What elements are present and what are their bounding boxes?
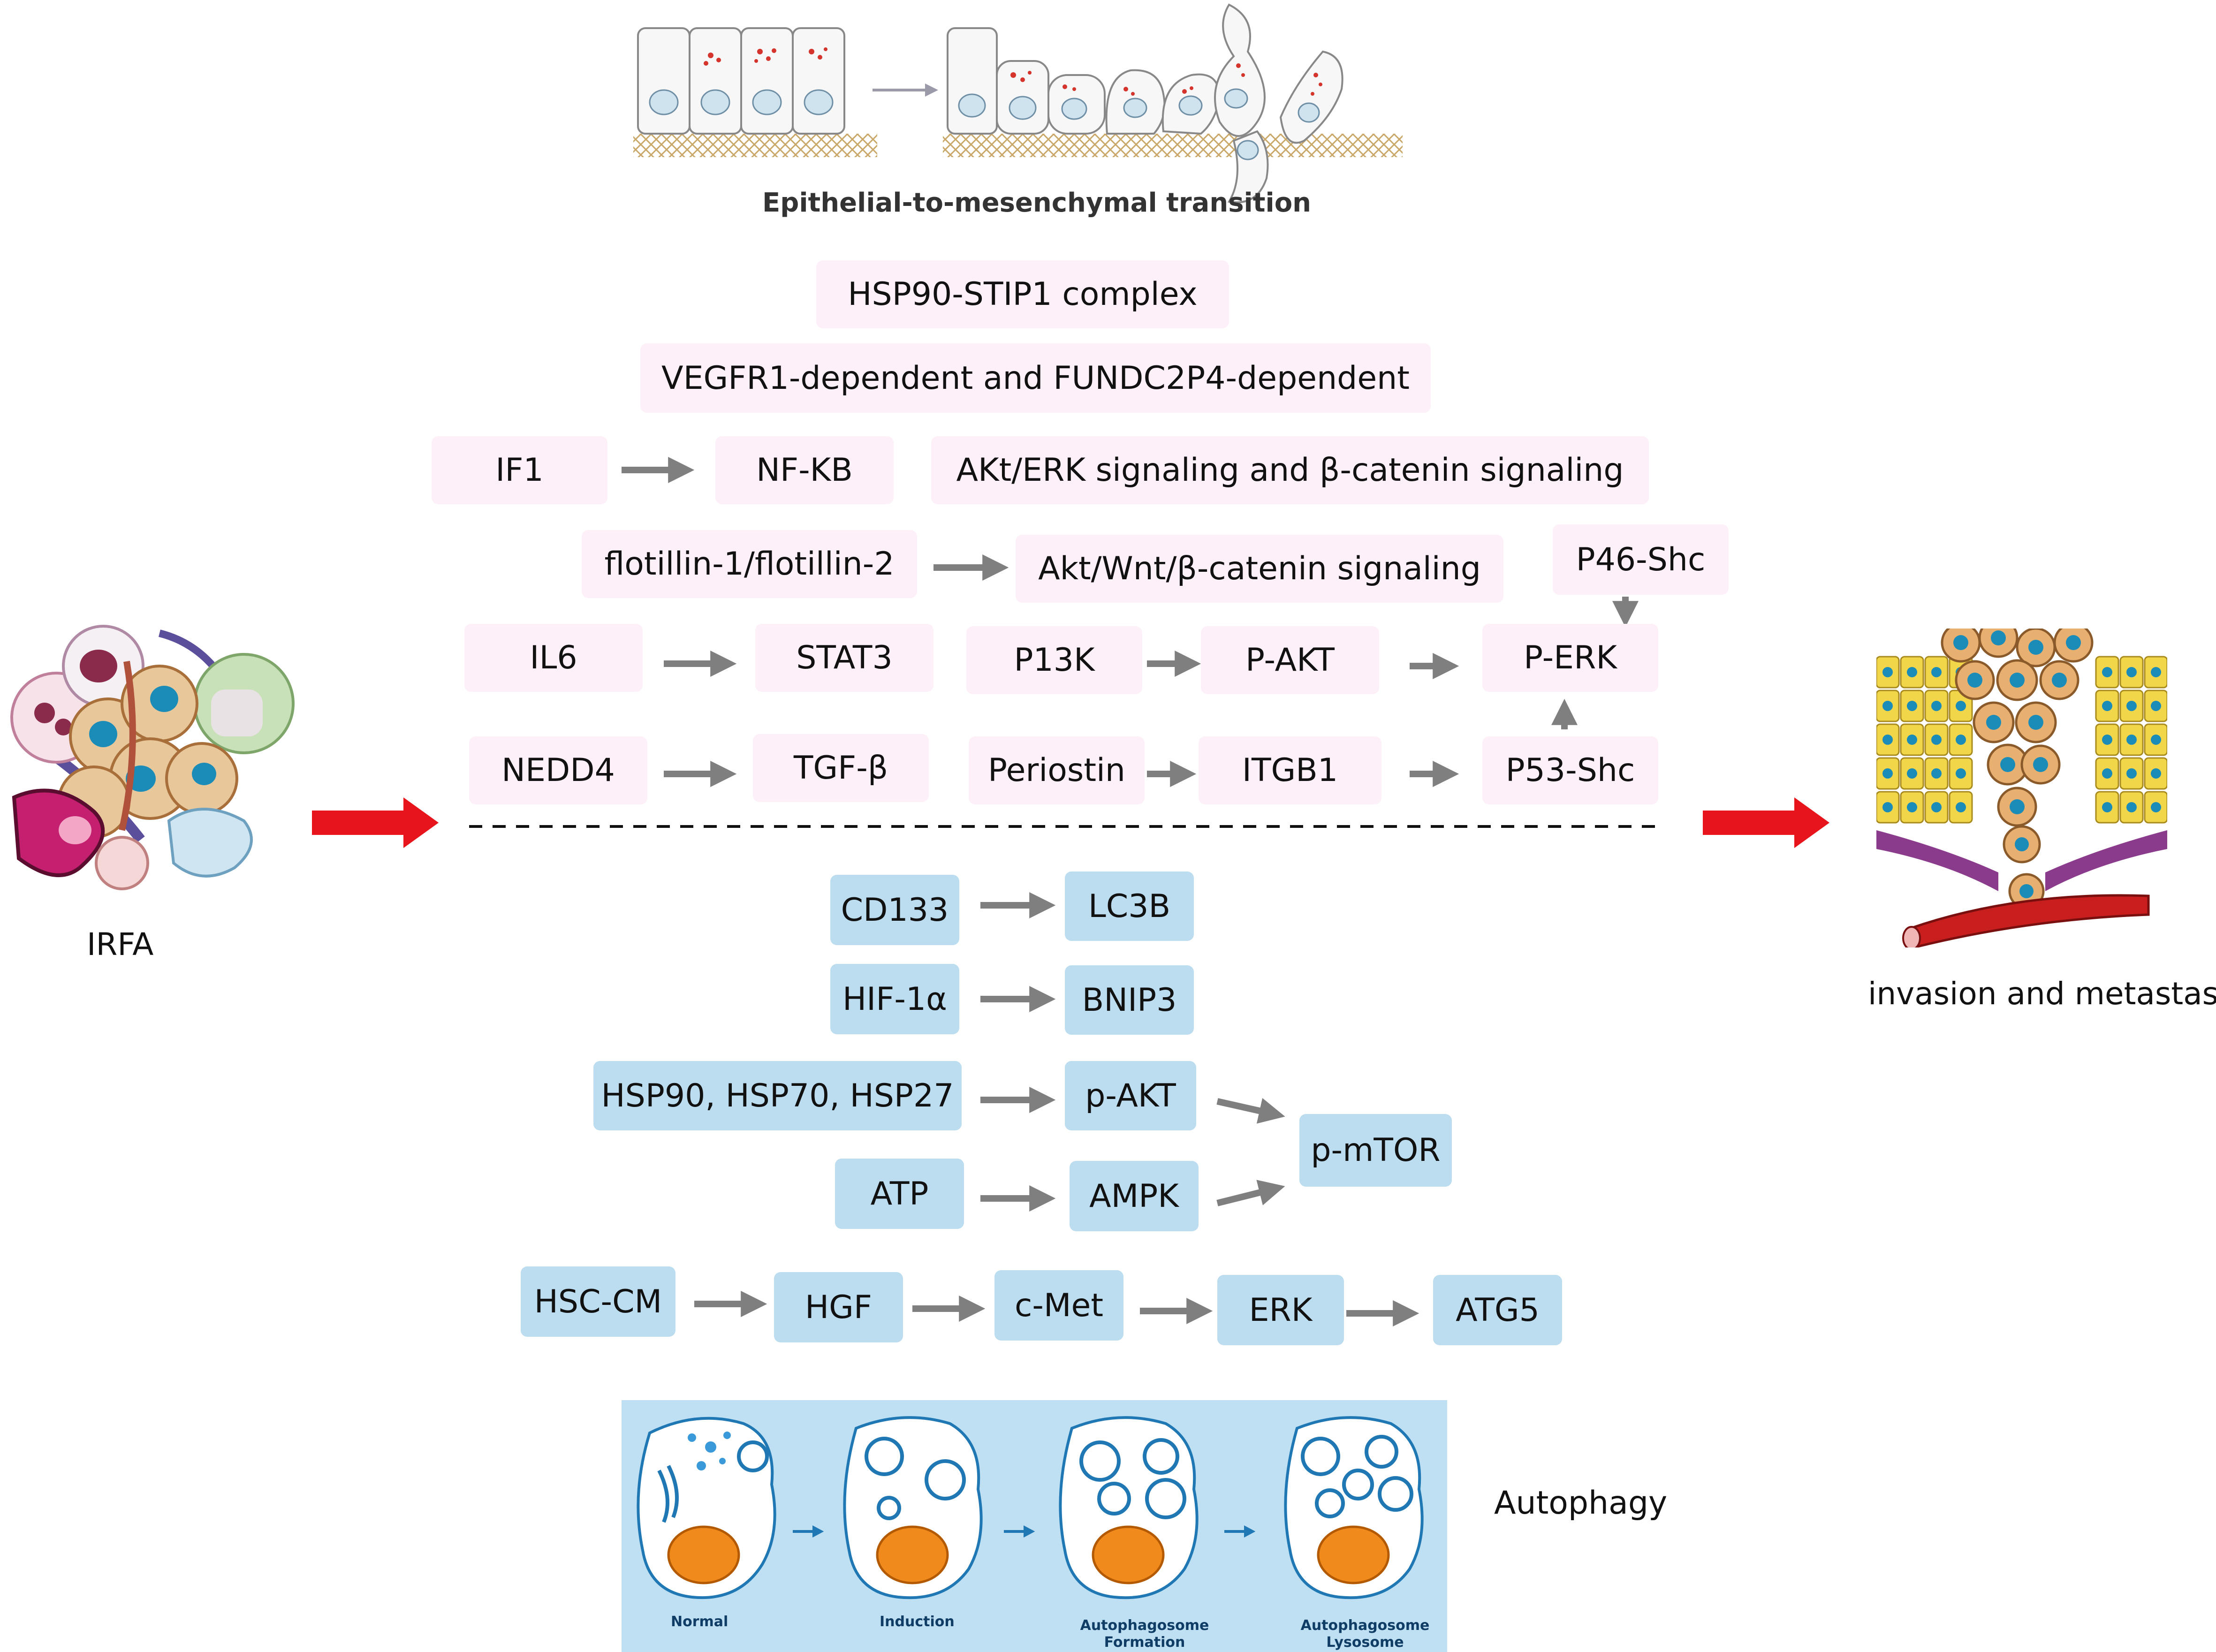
node-ampk: AMPK xyxy=(1070,1161,1199,1231)
irfa-label: IRFA xyxy=(87,926,154,962)
node-p53shc: P53-Shc xyxy=(1482,736,1658,804)
node-lc3b: LC3B xyxy=(1065,871,1194,941)
node-atp: ATP xyxy=(835,1159,964,1229)
node-il6: IL6 xyxy=(464,624,643,692)
arrow-pakt-pmtor xyxy=(1216,1098,1285,1124)
node-cd133: CD133 xyxy=(830,875,959,945)
node-p46shc: P46-Shc xyxy=(1553,524,1729,595)
node-bnip3: BNIP3 xyxy=(1065,965,1194,1035)
autophagy-label: Autophagy xyxy=(1494,1485,1668,1522)
node-p-mtor: p-mTOR xyxy=(1299,1114,1452,1187)
node-akt-wnt-bcatenin: Akt/Wnt/β-catenin signaling xyxy=(1016,535,1503,603)
invasion-illustration xyxy=(1876,629,2167,947)
node-vegfr1-fundc2p4: VEGFR1-dependent and FUNDC2P4-dependent xyxy=(640,343,1431,413)
emt-illustration xyxy=(633,3,1403,204)
red-arrow-left xyxy=(312,797,439,848)
stage-autophagosome-formation-text: Autophagosome Formation xyxy=(1080,1617,1209,1651)
node-nedd4: NEDD4 xyxy=(469,736,647,804)
node-if1: IF1 xyxy=(432,436,607,504)
node-tgfb: TGF-β xyxy=(753,734,929,802)
node-flotillin: flotillin-1/flotillin-2 xyxy=(582,530,917,598)
node-hsp90-stip1: HSP90-STIP1 complex xyxy=(816,260,1229,328)
arrow-ampk-pmtor xyxy=(1216,1180,1285,1206)
stage-induction: Induction xyxy=(880,1614,955,1630)
node-c-met: c-Met xyxy=(994,1270,1123,1341)
invasion-label: invasion and metastasis xyxy=(1868,976,2216,1012)
stage-autophagosome-formation: Autophagosome Formation xyxy=(1079,1617,1210,1651)
red-arrow-right xyxy=(1703,797,1829,848)
stage-autophagosome-lysosome-fusion-text: Autophagosome Lysosome Fusion xyxy=(1300,1617,1430,1652)
irfa-illustration xyxy=(10,625,295,890)
node-p13k: P13K xyxy=(966,626,1142,694)
node-periostin: Periostin xyxy=(969,736,1145,804)
node-pakt: P-AKT xyxy=(1201,626,1379,694)
stage-normal: Normal xyxy=(671,1614,729,1630)
node-p-akt: p-AKT xyxy=(1065,1061,1196,1130)
node-akt-erk-bcatenin: AKt/ERK signaling and β-catenin signalin… xyxy=(931,436,1649,504)
emt-label: Epithelial-to-mesenchymal transition xyxy=(762,188,1312,218)
node-erk: ERK xyxy=(1217,1275,1344,1345)
node-atg5: ATG5 xyxy=(1433,1275,1562,1345)
node-stat3: STAT3 xyxy=(755,624,933,692)
node-nfkb: NF-KB xyxy=(715,436,894,504)
node-perk: P-ERK xyxy=(1482,624,1658,692)
stage-autophagosome-lysosome-fusion: Autophagosome Lysosome Fusion xyxy=(1299,1617,1431,1652)
autophagy-panel xyxy=(622,1400,1447,1652)
node-hsp90-hsp70-hsp27: HSP90, HSP70, HSP27 xyxy=(593,1061,962,1130)
epithelial-cell-grid xyxy=(1876,656,2167,824)
node-hsc-cm: HSC-CM xyxy=(521,1266,675,1337)
node-hif1a: HIF-1α xyxy=(830,964,959,1034)
node-itgb1: ITGB1 xyxy=(1199,736,1381,804)
node-hgf: HGF xyxy=(774,1272,903,1342)
